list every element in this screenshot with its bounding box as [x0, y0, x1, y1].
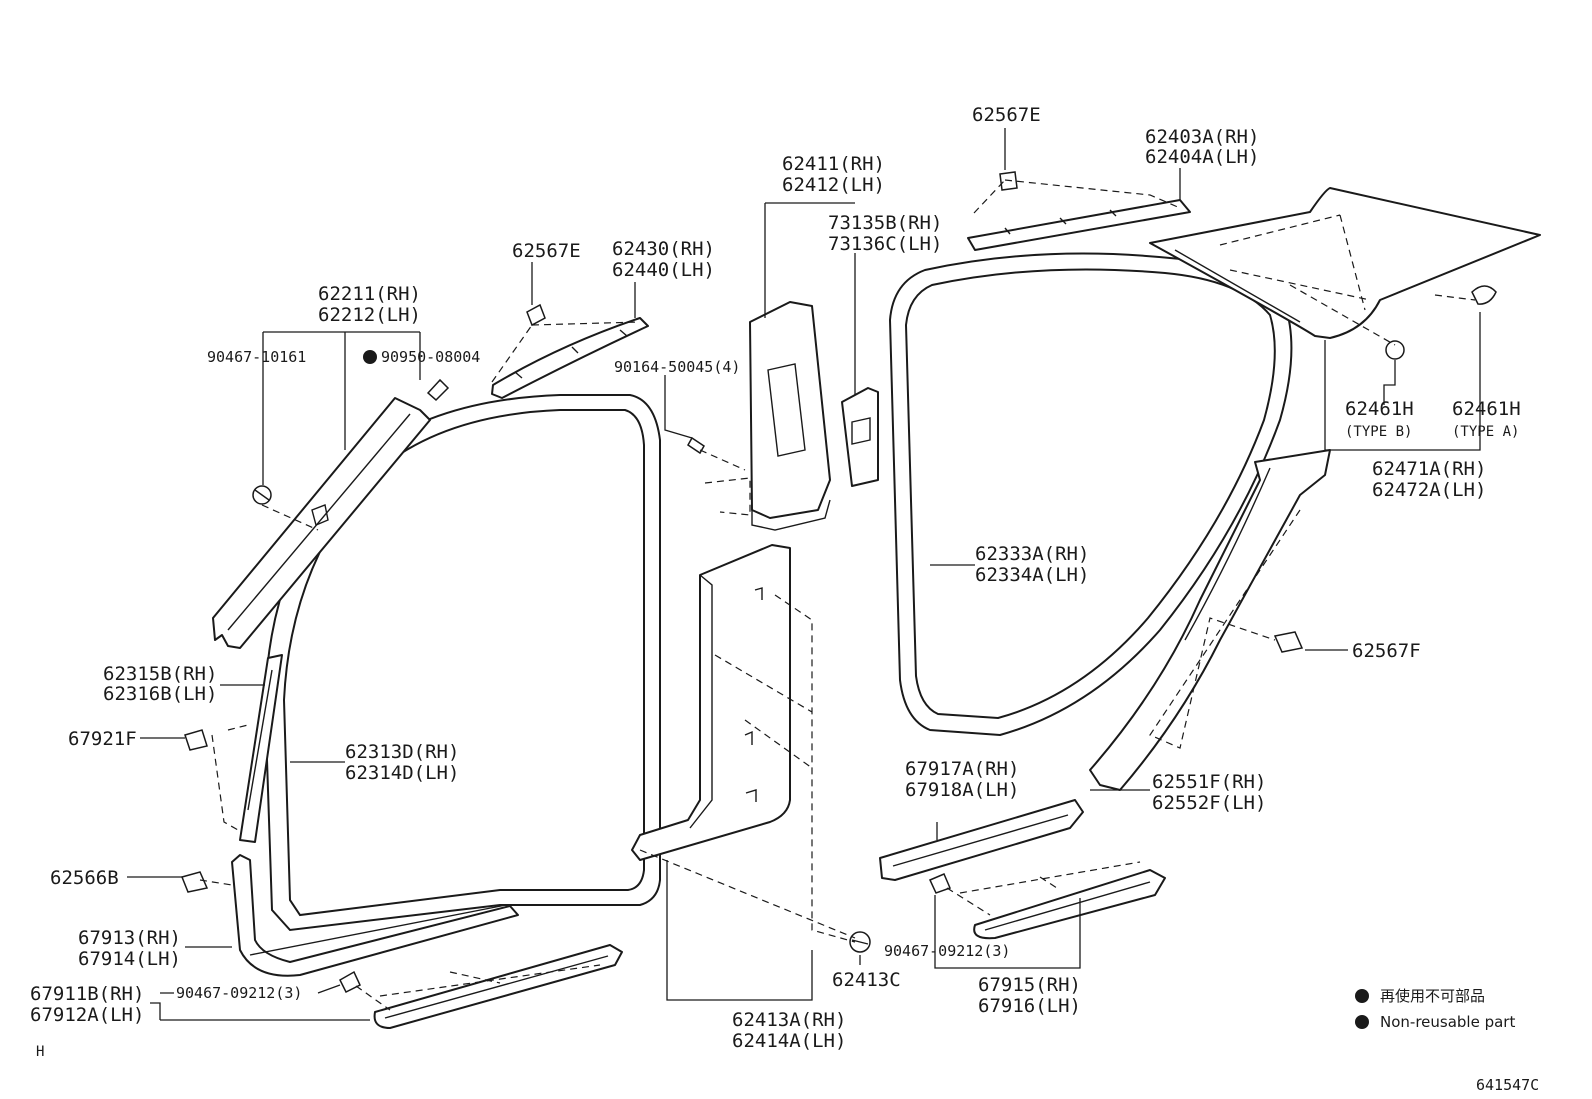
label-90950-08004: 90950-08004 [381, 348, 480, 366]
seat-belt-cover [841, 387, 879, 487]
label-62413C: 62413C [832, 969, 901, 991]
label-90467-09212-front: 90467-09212(3) [176, 984, 302, 1002]
leader-lines [127, 128, 1481, 1021]
label-62211: 62211(RH) [318, 283, 421, 305]
assembly-dashed-lines [199, 179, 1476, 1011]
label-62567F: 62567F [1352, 640, 1421, 662]
label-62567E-front: 62567E [512, 240, 581, 262]
front-door-weatherstrip [263, 394, 661, 932]
clip-90950-08004-icon [426, 378, 450, 402]
clip-90467-09212-rear-icon [928, 873, 952, 894]
label-73135B: 73135B(RH) [828, 212, 942, 234]
figure-id: 641547C [1476, 1076, 1539, 1094]
clip-62413C-icon [849, 931, 871, 953]
label-62314D: 62314D(LH) [345, 762, 459, 784]
label-62551F: 62551F(RH) [1152, 771, 1266, 793]
label-type-a: (TYPE A) [1452, 424, 1519, 440]
clip-62567E-front-icon [526, 303, 546, 327]
fastener-clips [180, 171, 1497, 994]
center-pillar-upper-garnish [749, 301, 831, 531]
legend: 再使用不可部品 Non-reusable part [1355, 987, 1515, 1031]
label-90467-09212-rear: 90467-09212(3) [884, 942, 1010, 960]
label-67914: 67914(LH) [78, 948, 181, 970]
front-pillar-lower-garnish [239, 654, 283, 843]
clip-67921F-icon [184, 729, 208, 751]
clip-90467-10161-icon [252, 485, 272, 505]
non-reusable-dot-icon [363, 350, 377, 364]
front-pillar-garnish [212, 397, 431, 649]
label-62440: 62440(LH) [612, 259, 715, 281]
label-67915: 67915(RH) [978, 974, 1081, 996]
label-62552F: 62552F(LH) [1152, 792, 1266, 814]
label-67911B: 67911B(RH) [30, 983, 144, 1005]
roof-side-garnish-rear [967, 199, 1191, 251]
legend-dot-icon [1355, 989, 1369, 1003]
screw-90164-icon [687, 436, 705, 455]
part-number-labels: 62211(RH) 62212(LH) 90467-10161 90950-08… [30, 104, 1521, 1052]
package-tray-side-trim [1149, 187, 1541, 339]
label-62413A: 62413A(RH) [732, 1009, 846, 1031]
label-67912A: 67912A(LH) [30, 1004, 144, 1026]
label-62461H-a: 62461H [1452, 398, 1521, 420]
label-62333A: 62333A(RH) [975, 543, 1089, 565]
corner-mark: H [36, 1044, 44, 1060]
clip-62566B-icon [180, 871, 209, 893]
label-67918A: 67918A(LH) [905, 779, 1019, 801]
center-pillar-lower-garnish [631, 544, 791, 861]
label-62334A: 62334A(LH) [975, 564, 1089, 586]
label-62414A: 62414A(LH) [732, 1030, 846, 1052]
rear-scuff-inner [879, 799, 1084, 881]
clip-62461H-b-icon [1385, 340, 1405, 360]
clip-62567F-icon [1273, 631, 1304, 653]
front-scuff-plate [373, 944, 623, 1029]
label-90467-10161: 90467-10161 [207, 348, 306, 366]
legend-jp: 再使用不可部品 [1380, 987, 1485, 1005]
label-type-b: (TYPE B) [1345, 424, 1412, 440]
label-62566B: 62566B [50, 867, 119, 889]
label-67913: 67913(RH) [78, 927, 181, 949]
roof-side-garnish-front [491, 317, 649, 399]
label-62212: 62212(LH) [318, 304, 421, 326]
label-62403A: 62403A(RH) [1145, 126, 1259, 148]
clip-90467-09212-front-icon [339, 970, 361, 994]
label-90164-50045: 90164-50045(4) [614, 358, 740, 376]
label-67917A: 67917A(RH) [905, 758, 1019, 780]
label-62461H-b: 62461H [1345, 398, 1414, 420]
cowl-side-trim [231, 854, 519, 977]
rear-scuff-plate [973, 869, 1166, 940]
label-73136C: 73136C(LH) [828, 233, 942, 255]
rear-door-weatherstrip [888, 252, 1293, 737]
label-62430: 62430(RH) [612, 238, 715, 260]
label-62412: 62412(LH) [782, 174, 885, 196]
label-62404A: 62404A(LH) [1145, 146, 1259, 168]
label-62315B: 62315B(RH) [103, 663, 217, 685]
label-62313D: 62313D(RH) [345, 741, 459, 763]
label-62316B: 62316B(LH) [103, 683, 217, 705]
label-67916: 67916(LH) [978, 995, 1081, 1017]
label-62471A: 62471A(RH) [1372, 458, 1486, 480]
label-67921F: 67921F [68, 728, 137, 750]
label-62567E-rear: 62567E [972, 104, 1041, 126]
clip-62567E-rear-icon [999, 171, 1018, 191]
legend-dot-icon [1355, 1015, 1369, 1029]
legend-en: Non-reusable part [1380, 1013, 1515, 1031]
label-62411: 62411(RH) [782, 153, 885, 175]
label-62472A: 62472A(LH) [1372, 479, 1486, 501]
clip-62461H-a-icon [1471, 285, 1497, 305]
